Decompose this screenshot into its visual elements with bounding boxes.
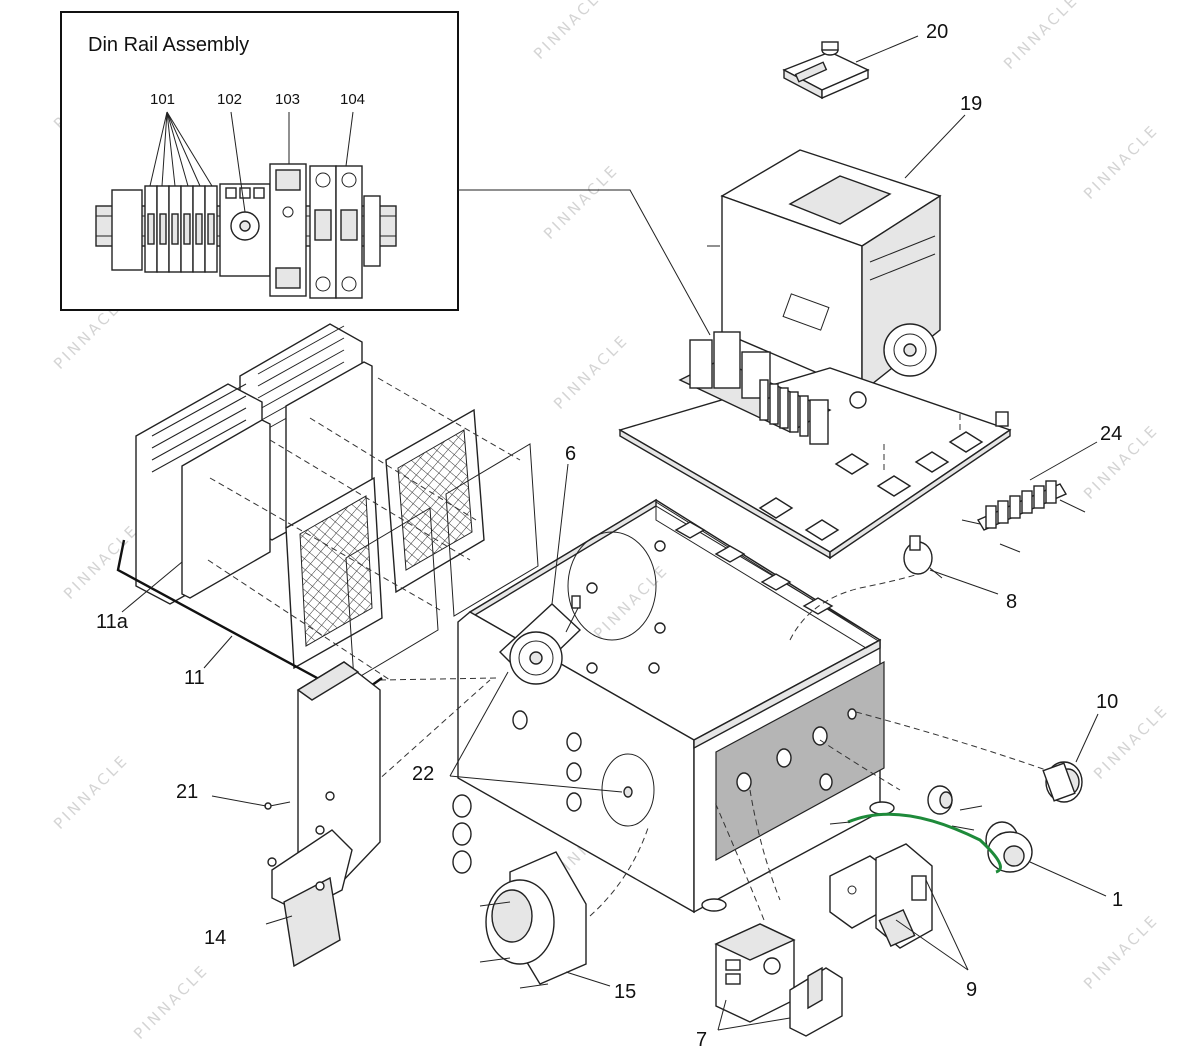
callout-11a: 11a [96, 611, 129, 633]
callout-6: 6 [565, 443, 576, 465]
callout-101: 101 [150, 91, 175, 108]
watermark: PINNACLE [130, 961, 212, 1043]
callout-1: 1 [1112, 889, 1123, 911]
callout-15: 15 [614, 981, 636, 1003]
watermark: PINNACLE [60, 521, 142, 603]
callout-8: 8 [1006, 591, 1017, 613]
indicator-part-1 [927, 785, 1033, 873]
potentiometer-part-8 [903, 535, 943, 579]
filter-assembly-part-11 [135, 323, 539, 681]
switch-blocks-part-9 [829, 843, 933, 949]
callout-102: 102 [217, 91, 242, 108]
watermark: PINNACLE [1000, 0, 1082, 73]
end-stop-right [363, 195, 381, 267]
leader-lines-inset [149, 111, 354, 213]
relay [269, 163, 307, 297]
keypad-part-20 [782, 41, 870, 100]
callout-11: 11 [184, 667, 205, 689]
watermark: PINNACLE [540, 161, 622, 243]
socket-part-15 [479, 851, 587, 989]
internal-fan-part-6 [498, 595, 582, 685]
timer-relay [219, 183, 271, 277]
callout-20: 20 [926, 21, 948, 43]
callout-24: 24 [1100, 423, 1122, 445]
callout-10: 10 [1096, 691, 1118, 713]
hood-part-14 [267, 661, 381, 968]
din-rail-inset: Din Rail Assembly [60, 11, 459, 311]
terminal-strip-part-24 [961, 480, 1086, 553]
control-panel-face [715, 660, 885, 862]
isolator-part-7 [714, 923, 843, 1037]
circuit-breakers [309, 165, 363, 299]
inset-pointer [458, 189, 711, 336]
end-stop [111, 189, 143, 271]
inset-title: Din Rail Assembly [88, 34, 249, 56]
callout-9: 9 [966, 979, 977, 1001]
vfd-drive-part-19 [707, 149, 942, 430]
enclosure [457, 498, 895, 914]
terminal-blocks [144, 185, 218, 273]
watermark: PINNACLE [530, 0, 612, 63]
watermark: PINNACLE [1080, 911, 1162, 993]
callout-104: 104 [340, 91, 365, 108]
callout-19: 19 [960, 93, 982, 115]
mounting-plate [618, 331, 1012, 560]
screw-part-21 [264, 801, 291, 810]
callout-14: 14 [204, 927, 226, 949]
callout-21: 21 [176, 781, 198, 803]
watermark: PINNACLE [50, 751, 132, 833]
callout-22: 22 [412, 763, 434, 785]
watermark: PINNACLE [1080, 121, 1162, 203]
callout-7: 7 [696, 1029, 707, 1051]
callout-103: 103 [275, 91, 300, 108]
watermark: PINNACLE [550, 331, 632, 413]
earth-wire [847, 812, 1002, 874]
blanking-plugs [452, 794, 472, 874]
knob-part-10 [1042, 761, 1083, 803]
